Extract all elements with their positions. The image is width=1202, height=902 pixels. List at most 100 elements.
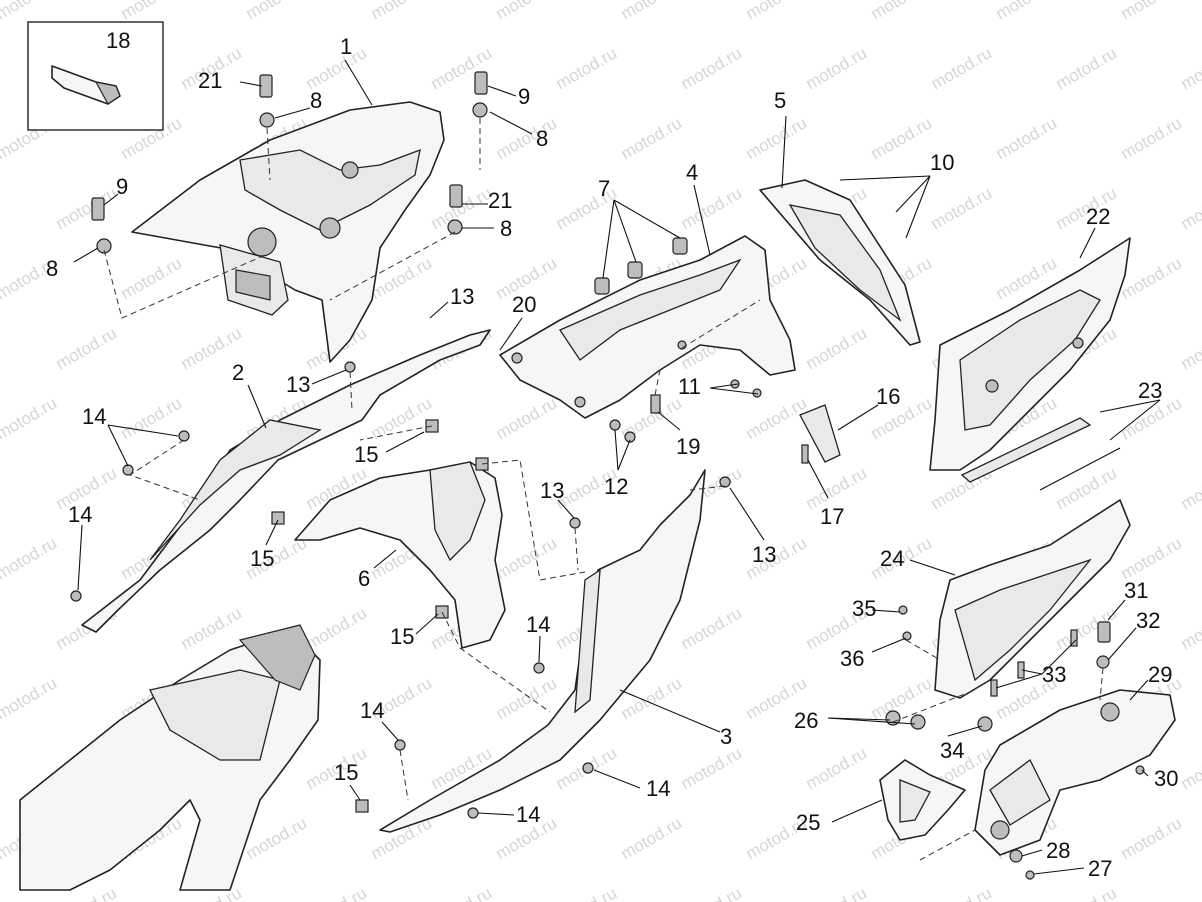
watermark-text: motod.ru: [928, 883, 996, 902]
part-5-plate-holder: [759, 179, 921, 346]
callout-21-mid: 21: [488, 188, 512, 213]
callout-9-left: 9: [116, 174, 128, 199]
callout-14-bottom-right: 14: [646, 776, 670, 801]
callout-15-bottom: 15: [334, 760, 358, 785]
watermark-text: motod.ru: [1178, 883, 1202, 902]
watermark-text: motod.ru: [303, 603, 371, 653]
part-4-tail-undertray: [499, 235, 796, 419]
callout-1: 1: [340, 34, 352, 59]
watermark-text: motod.ru: [803, 323, 871, 373]
watermark-text: motod.ru: [368, 393, 436, 443]
callout-3: 3: [720, 724, 732, 749]
callout-15-left: 15: [250, 546, 274, 571]
watermark-text: motod.ru: [553, 43, 621, 93]
watermark-text: motod.ru: [1053, 883, 1121, 902]
watermark-text: motod.ru: [928, 183, 996, 233]
part-29-under-tray: [974, 689, 1176, 856]
watermark-text: motod.ru: [678, 43, 746, 93]
callout-32: 32: [1136, 608, 1160, 633]
callout-14-bottom: 14: [516, 802, 540, 827]
watermark-text: motod.ru: [678, 183, 746, 233]
watermark-text: motod.ru: [618, 813, 686, 863]
watermark-text: motod.ru: [0, 0, 60, 23]
watermark-text: motod.ru: [618, 113, 686, 163]
part-16-bracket: [799, 404, 841, 463]
watermark-text: motod.ru: [1178, 183, 1202, 233]
callout-25: 25: [796, 810, 820, 835]
callout-20: 20: [512, 292, 536, 317]
watermark-text: motod.ru: [1178, 603, 1202, 653]
part-23-trim-strips: [960, 417, 1121, 491]
assembly-dashed-lines: [103, 118, 1104, 861]
callout-13-left: 13: [286, 372, 310, 397]
callout-36: 36: [840, 646, 864, 671]
watermark-text: motod.ru: [743, 393, 811, 443]
hardware-items: [70, 71, 1145, 880]
callout-8-mid: 8: [500, 216, 512, 241]
watermark-text: motod.ru: [368, 0, 436, 23]
callout-6: 6: [358, 566, 370, 591]
watermark-text: motod.ru: [803, 43, 871, 93]
sleeve-end: [94, 81, 121, 105]
watermark-text: motod.ru: [428, 883, 496, 902]
callout-17: 17: [820, 504, 844, 529]
watermark-text: motod.ru: [493, 393, 561, 443]
watermark-text: motod.ru: [993, 113, 1061, 163]
watermark-text: motod.ru: [803, 883, 871, 902]
watermark-text: motod.ru: [1118, 113, 1186, 163]
watermark-text: motod.ru: [493, 113, 561, 163]
watermark-text: motod.ru: [1053, 43, 1121, 93]
callout-29: 29: [1148, 662, 1172, 687]
watermark-text: motod.ru: [678, 743, 746, 793]
watermark-text: motod.ru: [53, 323, 121, 373]
watermark-text: motod.ru: [928, 43, 996, 93]
callout-8-left: 8: [46, 256, 58, 281]
watermark-text: motod.ru: [743, 0, 811, 23]
part-22-seat-cowl: [929, 237, 1131, 471]
callout-11: 11: [678, 374, 701, 399]
callout-7: 7: [598, 176, 610, 201]
part-3-lower-side-panel: [379, 469, 706, 833]
callout-14-lower-left: 14: [68, 502, 92, 527]
callout-23: 23: [1138, 378, 1162, 403]
callout-2: 2: [232, 360, 244, 385]
watermark-text: motod.ru: [53, 183, 121, 233]
watermark-text: motod.ru: [553, 883, 621, 902]
callout-4: 4: [686, 160, 698, 185]
watermark-text: motod.ru: [1178, 323, 1202, 373]
callout-labels: 18 1 21 8 9 8 9 21 8 8 7 4 5 10 22 13 20…: [46, 28, 1178, 881]
watermark-text: motod.ru: [118, 0, 186, 23]
callout-26: 26: [794, 708, 818, 733]
inset-box-18: [27, 21, 164, 131]
callout-15-mid: 15: [390, 624, 414, 649]
watermark-text: motod.ru: [868, 113, 936, 163]
callout-24: 24: [880, 546, 904, 571]
part-6-inner-fender: [294, 461, 506, 649]
watermark-text: motod.ru: [1118, 533, 1186, 583]
callout-31: 31: [1124, 578, 1148, 603]
callout-13-right: 13: [752, 542, 776, 567]
watermark-text: motod.ru: [0, 533, 60, 583]
watermark-text: motod.ru: [0, 393, 60, 443]
watermark-text: motod.ru: [678, 883, 746, 902]
callout-13-top: 13: [450, 284, 474, 309]
watermark-text: motod.ru: [678, 603, 746, 653]
part-25-handle: [879, 759, 966, 841]
callout-14-left: 14: [82, 404, 106, 429]
callout-22: 22: [1086, 204, 1110, 229]
callout-14-mid: 14: [526, 612, 550, 637]
watermark-text: motod.ru: [493, 533, 561, 583]
watermark-text: motod.ru: [1118, 813, 1186, 863]
callout-16: 16: [876, 384, 900, 409]
callout-30: 30: [1154, 766, 1178, 791]
callout-18: 18: [106, 28, 130, 53]
watermark-text: motod.ru: [868, 673, 936, 723]
watermark-text: motod.ru: [1118, 0, 1186, 23]
watermark-text: motod.ru: [303, 883, 371, 902]
part-1-luggage-rack: [131, 101, 445, 363]
watermark-text: motod.ru: [178, 603, 246, 653]
callout-8-top-left: 8: [310, 88, 322, 113]
watermark-text: motod.ru: [868, 0, 936, 23]
watermark-text: motod.ru: [493, 0, 561, 23]
